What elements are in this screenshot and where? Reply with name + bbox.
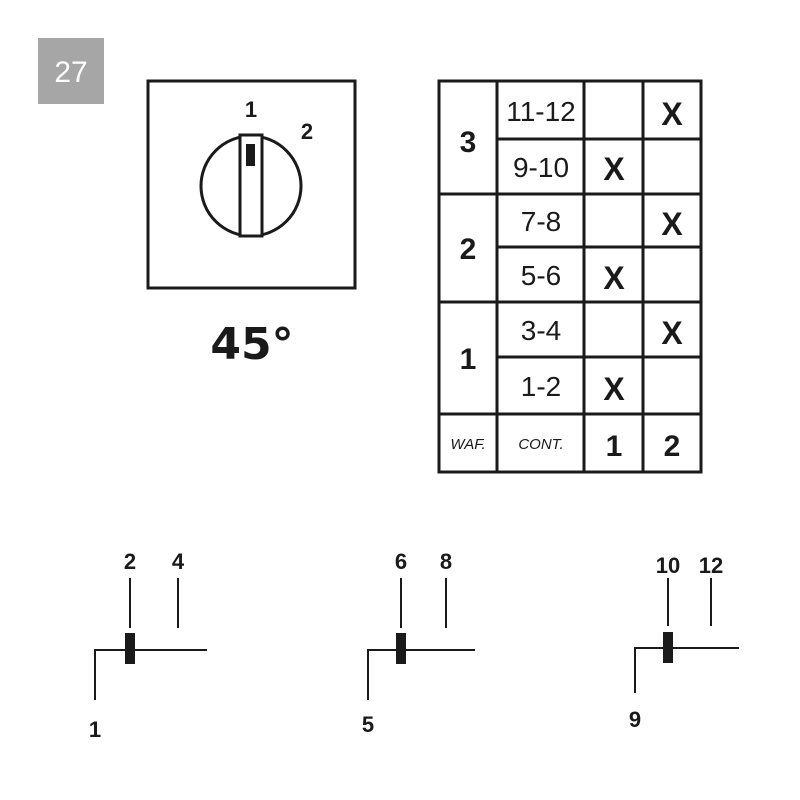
schematic-wire: [94, 649, 207, 700]
terminal-label: 5: [362, 712, 374, 737]
contact-label: 3-4: [521, 315, 561, 346]
closed-contact-mark: X: [661, 96, 683, 132]
closed-contact-mark: X: [603, 151, 625, 187]
closed-contact-mark: X: [603, 371, 625, 407]
schematic-wire: [367, 649, 475, 700]
terminal-label: 10: [656, 553, 680, 578]
closed-contact-mark: X: [661, 315, 683, 351]
terminal-label: 1: [89, 717, 101, 742]
knob-handle: [238, 133, 264, 238]
contact-label: 9-10: [513, 152, 569, 183]
badge-number: 27: [54, 56, 87, 89]
contact-schematic: 6 8 5: [362, 549, 475, 737]
contact-schematic: 10 12 9: [629, 553, 739, 732]
knob-panel-frame: [146, 79, 357, 290]
contact-label: 7-8: [521, 206, 561, 237]
contact-label: 11-12: [506, 96, 576, 127]
switching-table: 3 2 1 11-12 9-10 7-8 5-6 3-4 1-2 XXXXXX …: [437, 79, 703, 474]
schematic-wire: [634, 647, 739, 693]
header-position-2: 2: [664, 430, 681, 463]
wafer-label: 1: [460, 343, 477, 376]
terminal-label: 2: [124, 549, 136, 574]
terminal-label: 6: [395, 549, 407, 574]
knob-panel: 1 2: [146, 79, 357, 290]
terminal-label: 12: [699, 553, 723, 578]
knob-position-2: 2: [301, 119, 313, 144]
contact-schematic: 2 4 1: [89, 549, 207, 742]
terminal-label: 4: [172, 549, 185, 574]
table-frame: [437, 79, 703, 474]
header-position-1: 1: [606, 430, 623, 463]
knob-pointer: [246, 144, 255, 166]
closed-contact-mark: X: [603, 260, 625, 296]
header-wafer: WAF.: [450, 436, 485, 453]
terminal-label: 9: [629, 707, 641, 732]
schematic-contact-bar: [663, 632, 673, 663]
wafer-label: 2: [460, 233, 477, 266]
badge-background: [38, 38, 104, 104]
schematic-contact-bar: [125, 633, 135, 664]
header-contacts: CONT.: [518, 436, 563, 453]
contact-label: 5-6: [521, 260, 561, 291]
schematic-contact-bar: [396, 633, 406, 664]
terminal-label: 8: [440, 549, 452, 574]
closed-contact-mark: X: [661, 206, 683, 242]
figure-badge: 27: [38, 38, 104, 104]
switching-angle: 45°: [210, 319, 293, 370]
wafer-label: 3: [460, 126, 477, 159]
contact-label: 1-2: [521, 371, 561, 402]
knob-position-1: 1: [245, 97, 257, 122]
